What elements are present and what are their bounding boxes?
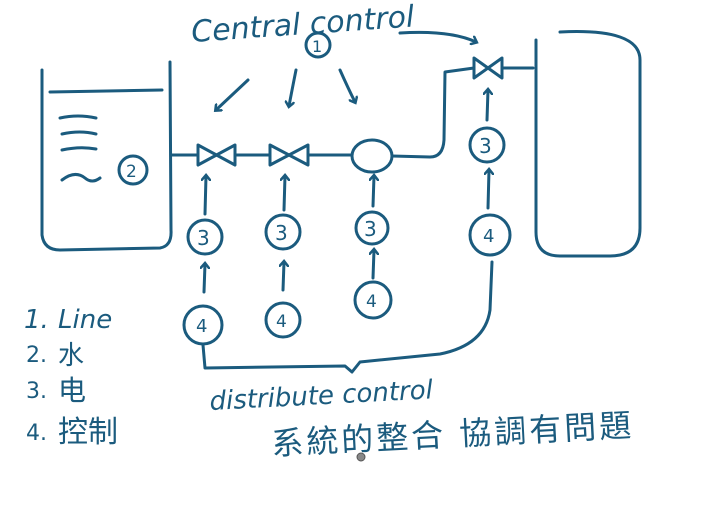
- central-node-circle: [304, 31, 332, 59]
- integration-note: 系統的整合 協調有問題: [270, 406, 635, 463]
- arrow-to-pump: [338, 68, 355, 102]
- power-label: 3: [275, 221, 288, 245]
- distribute-control-label: distribute control: [209, 375, 435, 417]
- arrow-to-right-valve: [398, 30, 476, 42]
- distribute-brace: [201, 260, 494, 374]
- central-node-label: 1: [312, 37, 322, 56]
- water-waves: [58, 114, 102, 183]
- valve-2-icon: [268, 143, 310, 167]
- legend-number: 1.: [24, 305, 49, 335]
- power-label: 3: [364, 217, 377, 241]
- power-circle: [264, 213, 302, 251]
- power-label: 3: [197, 226, 210, 250]
- left-tank: [40, 60, 173, 252]
- control-label: 4: [276, 312, 287, 332]
- power-circle: [354, 210, 390, 246]
- legend-text-control: 控制: [58, 415, 118, 450]
- control-label: 4: [196, 316, 207, 337]
- arrow-up: [488, 170, 489, 210]
- control-label: 4: [483, 226, 494, 247]
- legend-text-line: Line: [58, 305, 112, 335]
- valve-3-icon: [472, 56, 504, 80]
- arrow-up: [284, 176, 285, 212]
- arrow-to-valve-1: [216, 78, 250, 110]
- pipe-segment: [390, 66, 476, 159]
- arrow-up: [487, 90, 488, 122]
- control-label: 4: [366, 292, 377, 312]
- control-circle: [264, 301, 302, 339]
- legend-number: 2.: [26, 343, 47, 368]
- tank-label: 2: [126, 162, 137, 182]
- legend-text-water: 水: [58, 341, 84, 371]
- power-label: 3: [479, 134, 492, 158]
- power-circle: [468, 126, 506, 164]
- legend: 1. Line 2. 水 3. 电 4. 控制: [24, 305, 118, 450]
- arrow-up: [283, 262, 284, 292]
- tank-label-circle: [117, 154, 149, 186]
- arrow-up: [204, 264, 205, 294]
- arrow-up: [373, 250, 374, 280]
- pump-icon: [350, 138, 394, 174]
- central-control-title: Central control: [190, 0, 416, 50]
- legend-number: 3.: [26, 379, 47, 404]
- legend-number: 4.: [26, 421, 47, 446]
- water-level-line: [48, 88, 164, 94]
- power-circle: [186, 218, 224, 256]
- arrow-up: [205, 176, 206, 216]
- legend-text-electric: 电: [58, 374, 86, 407]
- valve-1-icon: [196, 143, 237, 167]
- arrow-up: [373, 176, 374, 208]
- pen-cursor-icon: [356, 452, 366, 462]
- arrow-to-valve-2: [289, 68, 298, 106]
- control-circle: [353, 280, 393, 320]
- control-circle: [468, 213, 512, 257]
- right-tank: [534, 30, 642, 258]
